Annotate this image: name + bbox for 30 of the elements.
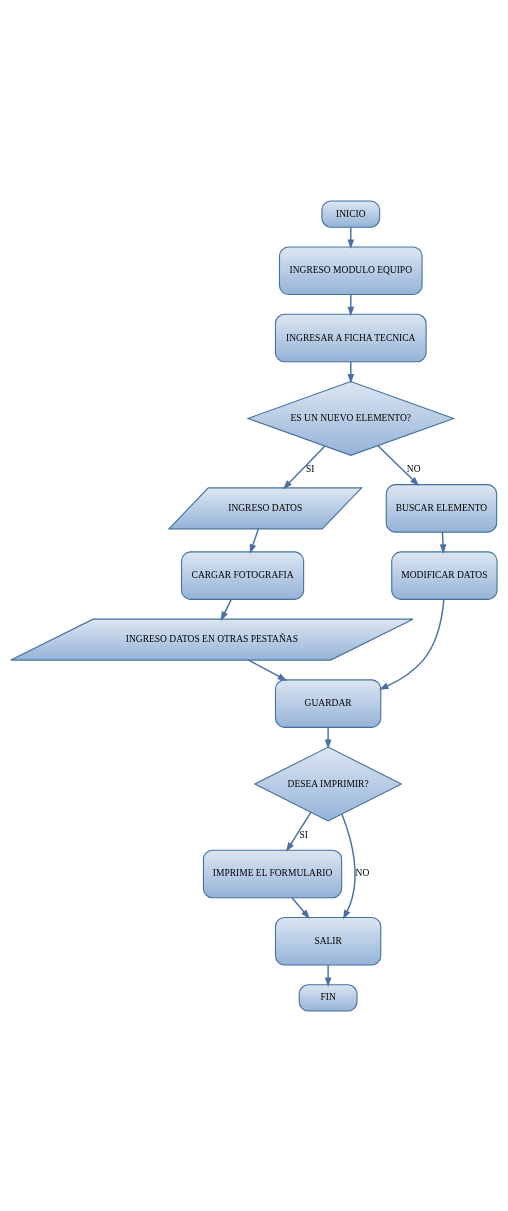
node-box: CARGAR FOTOGRAFIA [180,550,305,600]
node-box: INGRESAR A FICHA TECNICA [274,313,427,362]
arrow [282,444,326,489]
arrow [249,527,260,554]
arrow [341,813,356,919]
arrow [347,226,355,249]
arrow [324,726,332,749]
arrow [247,658,288,681]
arrow [379,598,445,690]
node-box: MODIFICAR DATOS [391,550,498,600]
node-diamond: DESEA IMPRIMIR? [253,746,403,822]
arrow [377,444,420,486]
arrow [286,811,312,852]
edge-label: SI [299,829,308,840]
arrow [291,896,310,919]
node-box: FIN [298,983,358,1012]
node-box: INGRESO MODULO EQUIPO [278,245,423,295]
node-diamond: ES UN NUEVO ELEMENTO? [246,380,456,456]
edge-label: NO [406,463,421,474]
edge-label: SI [305,463,315,474]
node-box: BUSCAR ELEMENTO [385,483,498,533]
arrow [347,293,355,316]
node-box: SALIR [274,916,382,966]
node-box: IMPRIME EL FORMULARIO [202,849,343,898]
arrow [324,963,332,987]
node-box: GUARDAR [274,678,382,728]
arrow [220,598,232,621]
node-box: INICIO [321,199,381,228]
edge-label: NO [355,867,370,878]
arrow [347,360,355,383]
